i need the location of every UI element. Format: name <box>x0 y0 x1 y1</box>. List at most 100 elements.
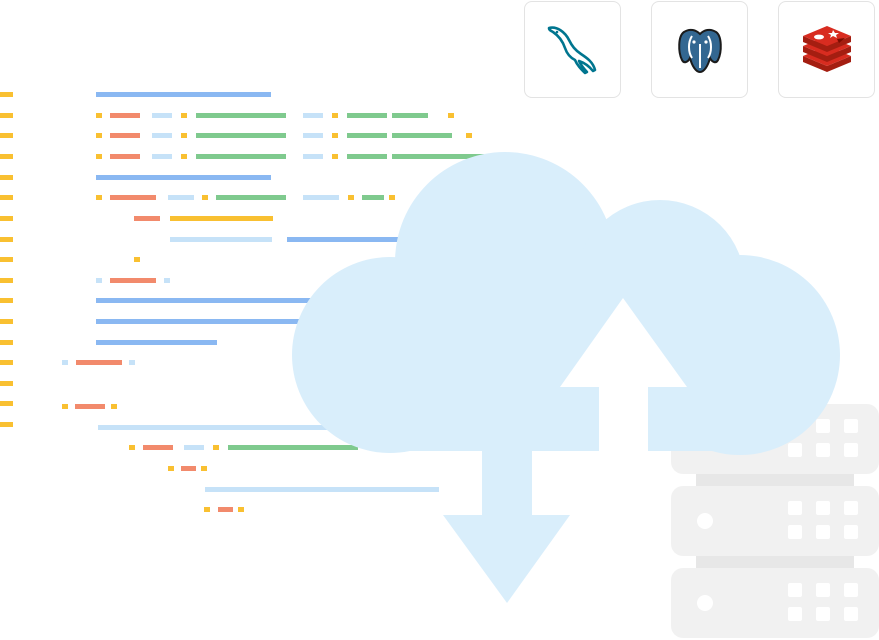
server-vent <box>844 525 858 539</box>
code-token <box>129 445 135 450</box>
server-vent <box>816 419 830 433</box>
code-token <box>96 340 217 345</box>
line-number-marker <box>0 257 13 262</box>
code-token <box>181 133 187 138</box>
line-number-marker <box>0 401 13 406</box>
code-token <box>96 92 271 97</box>
code-token <box>347 154 387 159</box>
server-vent <box>844 443 858 457</box>
code-token <box>96 278 102 283</box>
code-token <box>164 278 170 283</box>
code-token <box>196 133 286 138</box>
server-vent <box>816 443 830 457</box>
server-connector <box>696 474 854 486</box>
server-led <box>697 513 713 529</box>
code-token <box>62 360 68 365</box>
code-token <box>303 113 323 118</box>
download-arrow-icon <box>443 515 570 603</box>
server-vent <box>788 501 802 515</box>
server-vent <box>844 583 858 597</box>
server-vent <box>816 607 830 621</box>
code-token <box>303 154 323 159</box>
code-token <box>332 133 338 138</box>
code-token <box>392 133 452 138</box>
code-token <box>238 507 244 512</box>
code-token <box>143 445 173 450</box>
code-token <box>96 175 271 180</box>
code-token <box>303 133 323 138</box>
code-token <box>213 445 219 450</box>
postgresql-card <box>651 1 748 98</box>
line-number-marker <box>0 381 13 386</box>
line-number-marker <box>0 175 13 180</box>
code-token <box>110 195 156 200</box>
code-token <box>110 133 140 138</box>
line-number-marker <box>0 319 13 324</box>
line-number-marker <box>0 154 13 159</box>
server-vent <box>816 525 830 539</box>
code-token <box>96 113 102 118</box>
download-arrow-shaft <box>482 440 532 520</box>
code-token <box>110 278 156 283</box>
code-token <box>287 237 407 242</box>
code-token <box>152 154 172 159</box>
code-token <box>62 404 68 409</box>
code-token <box>76 360 122 365</box>
line-number-marker <box>0 133 13 138</box>
code-token <box>332 113 338 118</box>
mysql-card <box>524 1 621 98</box>
code-token <box>134 257 140 262</box>
line-number-marker <box>0 278 13 283</box>
code-token <box>96 195 102 200</box>
code-token <box>96 154 102 159</box>
code-token <box>347 113 387 118</box>
code-token <box>184 445 204 450</box>
code-token <box>75 404 105 409</box>
code-token <box>466 133 472 138</box>
code-token <box>202 195 208 200</box>
code-token <box>362 195 384 200</box>
line-number-marker <box>0 195 13 200</box>
code-token <box>170 237 272 242</box>
code-token <box>96 298 311 303</box>
code-token <box>181 154 187 159</box>
code-token <box>216 195 286 200</box>
code-token <box>347 133 387 138</box>
server-vent <box>788 607 802 621</box>
code-token <box>111 404 117 409</box>
line-number-marker <box>0 360 13 365</box>
code-token <box>152 113 172 118</box>
server-vent <box>788 583 802 597</box>
code-token <box>348 195 354 200</box>
code-token <box>332 154 338 159</box>
code-token <box>204 507 210 512</box>
code-token <box>170 216 273 221</box>
cloud-icon <box>292 152 840 603</box>
code-token <box>218 507 233 512</box>
code-token <box>96 133 102 138</box>
server-connector <box>696 556 854 568</box>
code-token <box>98 425 338 430</box>
line-number-marker <box>0 298 13 303</box>
line-number-marker <box>0 422 13 427</box>
code-token <box>196 113 286 118</box>
code-token <box>168 466 174 471</box>
redis-icon <box>802 25 851 72</box>
server-led <box>697 595 713 611</box>
line-number-marker <box>0 92 13 97</box>
code-token <box>228 445 358 450</box>
code-token <box>448 113 454 118</box>
code-token <box>181 113 187 118</box>
line-number-marker <box>0 340 13 345</box>
code-token <box>303 195 339 200</box>
code-token <box>152 133 172 138</box>
code-token <box>96 319 301 324</box>
server-vent <box>788 525 802 539</box>
code-token <box>205 487 439 492</box>
code-token <box>392 154 490 159</box>
code-token <box>129 360 135 365</box>
server-vent <box>816 583 830 597</box>
code-token <box>181 466 196 471</box>
